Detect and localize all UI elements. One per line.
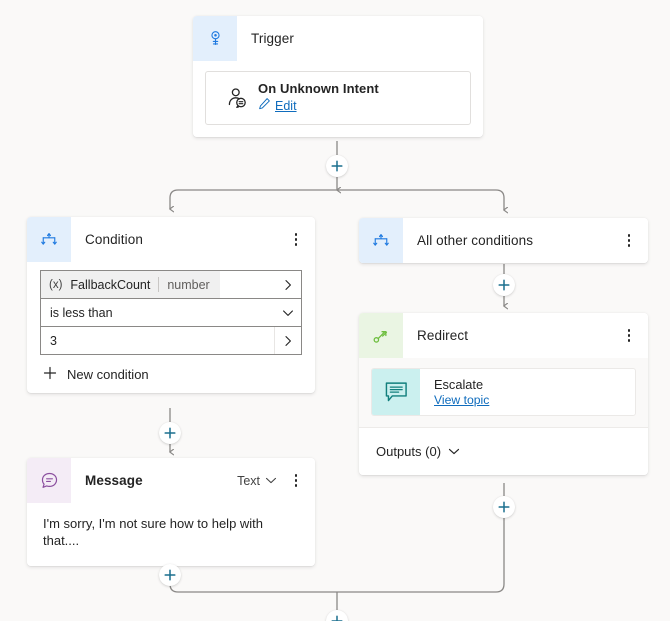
message-type-selector[interactable]: Text — [233, 474, 281, 488]
pencil-icon — [258, 97, 271, 115]
add-node-after-condition[interactable] — [159, 422, 181, 444]
condition-branch-icon — [27, 217, 71, 262]
plus-icon — [43, 366, 57, 383]
add-node-after-message[interactable] — [159, 564, 181, 586]
condition-variable-row[interactable]: (x) FallbackCount number — [40, 270, 302, 299]
condition-header-actions[interactable] — [283, 217, 315, 262]
condition-branch-icon — [359, 218, 403, 263]
condition-header[interactable]: Condition — [27, 217, 315, 262]
add-node-after-all-other-conditions[interactable] — [493, 274, 515, 296]
condition-value: 3 — [50, 333, 57, 348]
person-intent-icon — [216, 86, 258, 111]
trigger-event-card[interactable]: On Unknown Intent Edit — [205, 71, 471, 125]
new-condition-button[interactable]: New condition — [40, 366, 302, 383]
all-other-conditions-header[interactable]: All other conditions — [359, 218, 648, 263]
message-header-actions[interactable]: Text — [233, 458, 315, 503]
redirect-outputs-toggle[interactable]: Outputs (0) — [359, 427, 648, 475]
condition-operator-row[interactable]: is less than — [40, 298, 302, 327]
trigger-body: On Unknown Intent Edit — [193, 61, 483, 137]
chevron-down-icon — [448, 443, 460, 461]
variable-separator — [158, 277, 160, 292]
message-text[interactable]: I'm sorry, I'm not sure how to help with… — [27, 503, 315, 566]
trigger-header[interactable]: Trigger — [193, 16, 483, 61]
message-header[interactable]: Message Text — [27, 458, 315, 503]
all-other-conditions-actions[interactable] — [616, 218, 648, 263]
add-node-after-trigger[interactable] — [326, 155, 348, 177]
message-bubble-icon — [27, 458, 71, 503]
chevron-down-icon — [265, 474, 277, 488]
condition-operator-value: is less than — [50, 305, 113, 320]
chevron-down-icon[interactable] — [275, 308, 301, 318]
redirect-header[interactable]: Redirect — [359, 313, 648, 358]
node-trigger[interactable]: Trigger On Unknown Intent — [193, 16, 483, 137]
new-condition-label: New condition — [67, 367, 149, 382]
redirect-body: Escalate View topic — [359, 358, 648, 427]
message-title: Message — [85, 473, 143, 488]
message-lines-icon — [372, 369, 420, 415]
variable-type: number — [167, 277, 210, 292]
message-type-label: Text — [237, 473, 260, 488]
add-node-after-merge[interactable] — [326, 610, 348, 621]
condition-body: (x) FallbackCount number is less than 3 — [27, 262, 315, 393]
kebab-menu-icon[interactable] — [283, 466, 309, 496]
view-topic-link[interactable]: View topic — [434, 393, 490, 407]
redirect-topic-card[interactable]: Escalate View topic — [371, 368, 636, 416]
condition-title: Condition — [85, 232, 143, 247]
kebab-menu-icon[interactable] — [283, 225, 309, 255]
node-redirect[interactable]: Redirect Escalate View topic Outp — [359, 313, 648, 475]
redirect-title: Redirect — [417, 328, 469, 343]
trigger-event-title: On Unknown Intent — [258, 81, 379, 96]
add-node-after-redirect[interactable] — [493, 496, 515, 518]
trigger-icon — [193, 16, 237, 61]
node-message[interactable]: Message Text I'm sorry, I'm not sure how… — [27, 458, 315, 566]
all-other-conditions-title: All other conditions — [417, 233, 534, 248]
redirect-header-actions[interactable] — [616, 313, 648, 358]
variable-chip: (x) FallbackCount number — [41, 271, 220, 298]
condition-value-row[interactable]: 3 — [40, 326, 302, 355]
chevron-right-icon[interactable] — [274, 327, 301, 354]
trigger-edit-row[interactable]: Edit — [258, 97, 379, 115]
redirect-topic-title: Escalate — [434, 377, 484, 392]
trigger-event-text: On Unknown Intent Edit — [258, 81, 379, 115]
variable-name: FallbackCount — [70, 277, 151, 292]
redirect-topic-text: Escalate View topic — [420, 369, 489, 415]
trigger-title: Trigger — [251, 31, 294, 46]
node-all-other-conditions[interactable]: All other conditions — [359, 218, 648, 263]
kebab-menu-icon[interactable] — [616, 226, 642, 256]
redirect-outputs-label: Outputs (0) — [376, 444, 442, 459]
trigger-edit-link[interactable]: Edit — [275, 99, 297, 113]
variable-prefix: (x) — [49, 278, 63, 291]
redirect-arrow-icon — [359, 313, 403, 358]
chevron-right-icon[interactable] — [275, 279, 301, 291]
kebab-menu-icon[interactable] — [616, 321, 642, 351]
node-condition[interactable]: Condition (x) FallbackCount number is l — [27, 217, 315, 393]
